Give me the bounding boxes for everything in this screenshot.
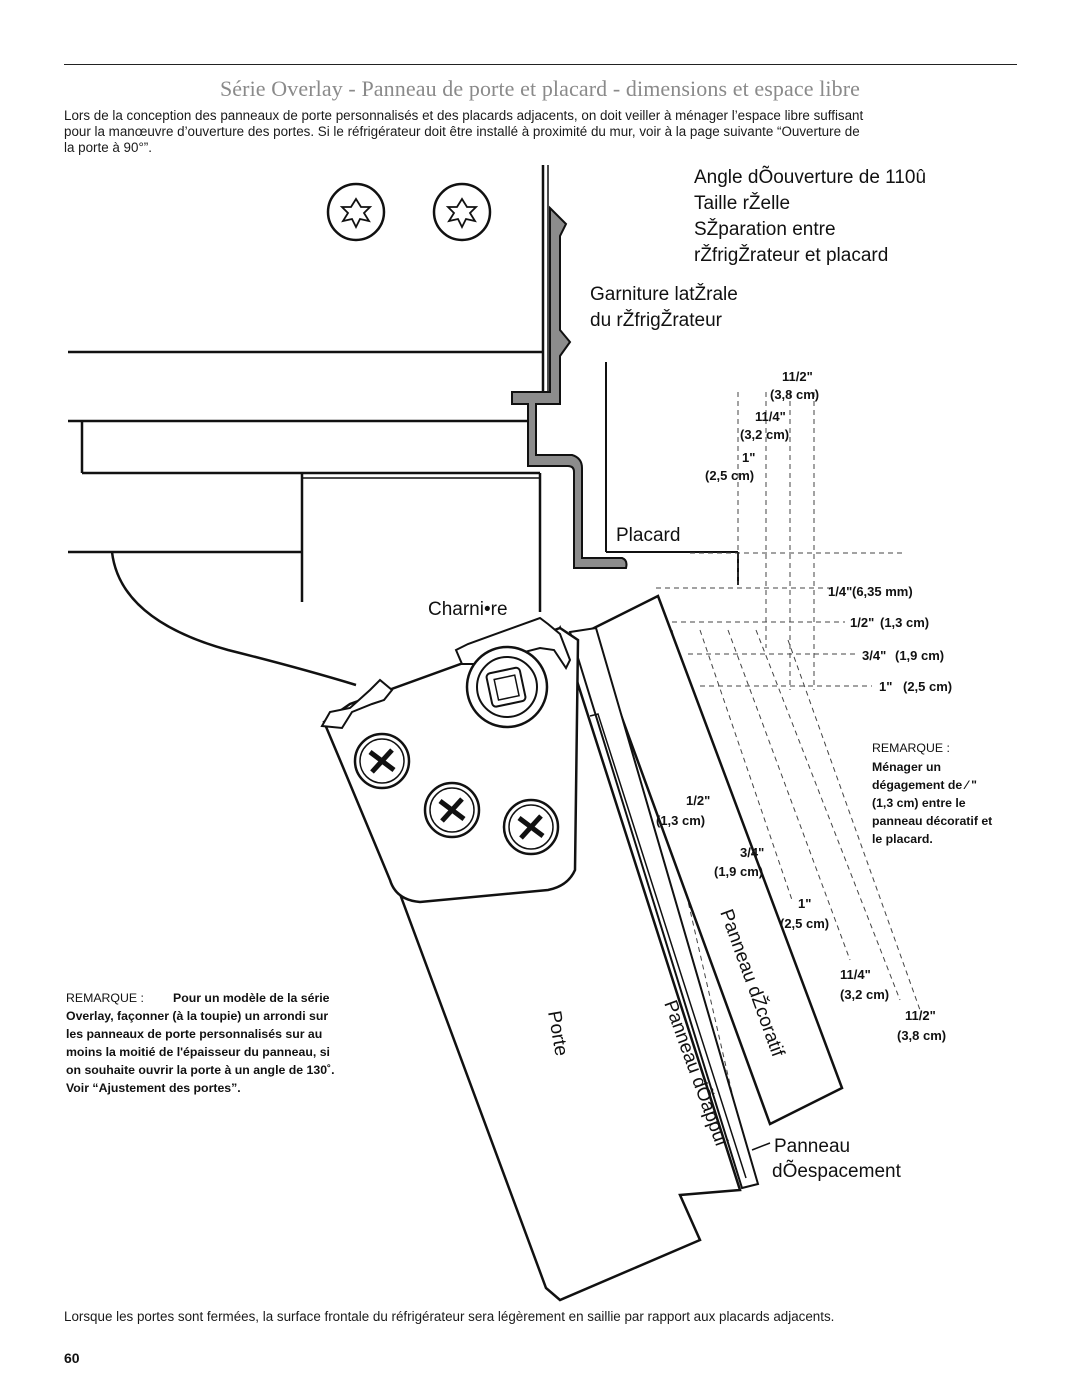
charniere-label: Charni•re xyxy=(428,599,508,620)
top-rule xyxy=(64,64,1017,65)
angle-label: Angle dÕouverture de 110û xyxy=(694,166,926,188)
dim-label: 1" xyxy=(742,450,755,465)
screw-icon xyxy=(502,798,560,856)
leader-line xyxy=(751,1142,771,1151)
intro-line: Lors de la conception des panneaux de po… xyxy=(64,108,864,123)
dim-label: 3/4" xyxy=(862,648,886,663)
separation-label-2: rŽfrigŽrateur et placard xyxy=(694,244,888,266)
scale-label: Taille rŽelle xyxy=(694,192,790,214)
dim-label: 1" xyxy=(798,896,811,911)
panneau-espacement-label-2: dÕespacement xyxy=(772,1160,902,1182)
remark-heading: REMARQUE : xyxy=(66,991,144,1005)
dim-label: 3/4" xyxy=(740,845,764,860)
separation-label: SŽparation entre xyxy=(694,218,836,240)
dim-label: 1/4" xyxy=(828,584,852,599)
page-title: Série Overlay - Panneau de porte et plac… xyxy=(219,76,861,101)
page-number: 60 xyxy=(64,1350,80,1366)
garniture-label: Garniture latŽrale xyxy=(590,283,738,305)
refrigerator-body xyxy=(68,165,549,687)
dim-label: (1,3 cm) xyxy=(656,813,705,828)
remark-line: Pour un modèle de la série xyxy=(173,991,330,1005)
remark-line: panneau décoratif et xyxy=(872,814,992,828)
remark-line: les panneaux de porte personnalisés sur … xyxy=(66,1027,322,1041)
remark-line: moins la moitié de l'épaisseur du pannea… xyxy=(66,1045,330,1059)
remark-line: on souhaite ouvrir la porte à un angle d… xyxy=(66,1063,335,1077)
dim-label: (3,2 cm) xyxy=(740,427,789,442)
dim-label: 1/2" xyxy=(850,615,874,630)
screw-icon xyxy=(353,732,411,790)
star-icon xyxy=(432,182,492,242)
intro-line: la porte à 90°”. xyxy=(64,140,152,155)
dim-label: 11/2" xyxy=(905,1008,936,1023)
screw-icon xyxy=(423,781,481,839)
dim-label: 11/2" xyxy=(782,369,813,384)
footer-paragraph: Lorsque les portes sont fermées, la surf… xyxy=(64,1309,835,1324)
dim-label: (2,5 cm) xyxy=(705,468,754,483)
remark-line: Ménager un xyxy=(872,760,941,774)
placard-label: Placard xyxy=(616,525,680,546)
dim-label: (2,5 cm) xyxy=(780,916,829,931)
side-trim xyxy=(511,205,628,569)
dim-label: 11/4" xyxy=(755,409,786,424)
remark-heading: REMARQUE : xyxy=(872,741,950,755)
star-icon xyxy=(326,182,386,242)
remark-line: Overlay, façonner (à la toupie) un arron… xyxy=(66,1009,328,1023)
remark-line: dégagement de ⁄ " xyxy=(872,778,977,792)
intro-paragraph: Lors de la conception des panneaux de po… xyxy=(64,108,1019,156)
remark-line: (1,3 cm) entre le xyxy=(872,796,966,810)
dim-label: 11/4" xyxy=(840,967,871,982)
dim-label: (3,8 cm) xyxy=(770,387,819,402)
panneau-espacement-label: Panneau xyxy=(774,1136,850,1157)
dim-label: (1,3 cm) xyxy=(880,615,929,630)
dim-label: (1,9 cm) xyxy=(895,648,944,663)
intro-line: pour la manœuvre d’ouverture des portes.… xyxy=(64,124,860,139)
remark-line: Voir “Ajustement des portes”. xyxy=(66,1081,241,1095)
dim-label: (6,35 mm) xyxy=(852,584,913,599)
dim-label: 1/2" xyxy=(686,793,710,808)
dim-label: (3,2 cm) xyxy=(840,987,889,1002)
dim-label: (2,5 cm) xyxy=(903,679,952,694)
remark-line: le placard. xyxy=(872,832,933,846)
garniture-label-2: du rŽfrigŽrateur xyxy=(590,309,723,331)
dim-label: 1" xyxy=(879,679,892,694)
dim-label: (1,9 cm) xyxy=(714,864,763,879)
dim-label: (3,8 cm) xyxy=(897,1028,946,1043)
